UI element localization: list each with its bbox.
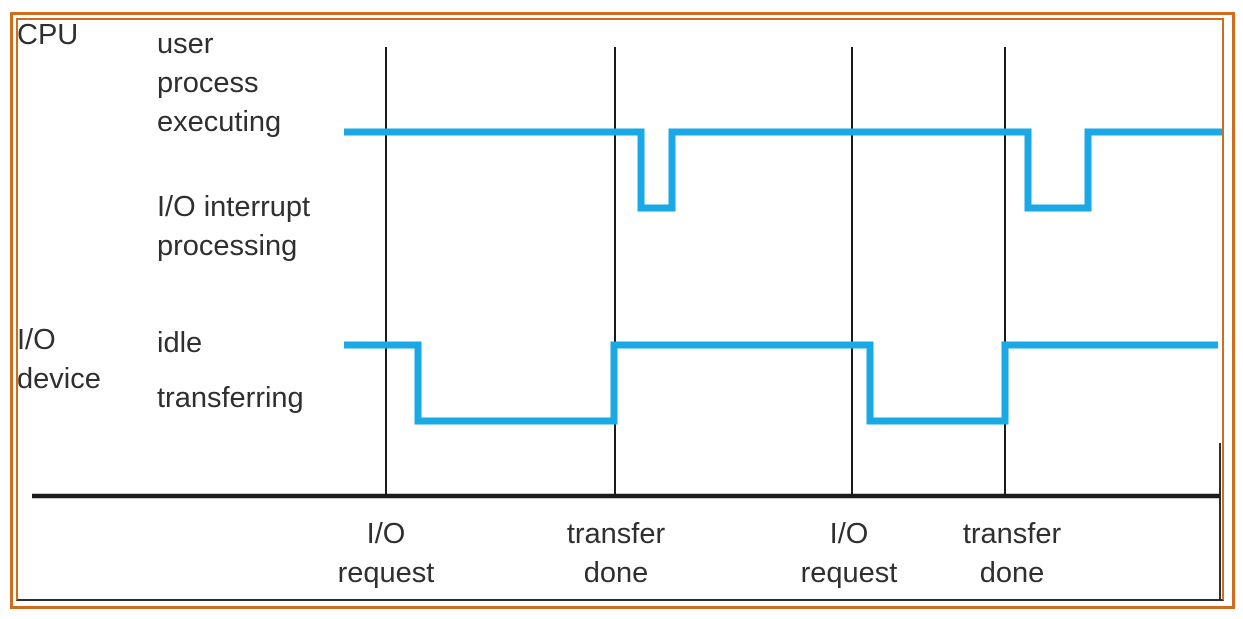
device-signal — [344, 341, 1218, 425]
label-io-device: I/O device — [17, 324, 101, 395]
label-cpu: CPU — [17, 19, 79, 51]
figure-outer-border — [10, 12, 1235, 609]
label-user-process-executing: user process executing — [157, 28, 282, 138]
event-label-io-request-2: I/O request — [800, 518, 898, 589]
event-label-transfer-done-2: transfer done — [962, 518, 1062, 589]
label-idle: idle — [157, 327, 203, 359]
cpu-signal — [344, 128, 1222, 212]
figure-scan-edge — [1219, 443, 1221, 599]
event-label-transfer-done-1: transfer done — [566, 518, 666, 589]
label-io-interrupt-processing: I/O interrupt processing — [157, 191, 311, 262]
figure-inner-border — [16, 18, 1224, 601]
label-transferring: transferring — [157, 382, 304, 414]
event-label-io-request-1: I/O request — [337, 518, 435, 589]
